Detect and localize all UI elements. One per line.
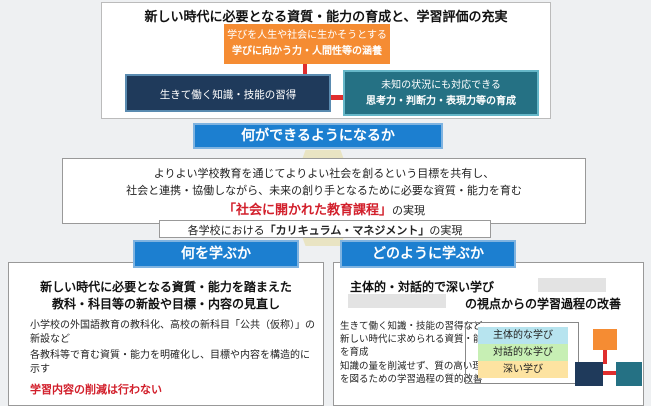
label-interactive-learning: 対話的な学び bbox=[478, 344, 568, 361]
banner-what-to-learn: 何を学ぶか bbox=[133, 240, 299, 268]
banner-how-to-learn: どのように学ぶか bbox=[340, 240, 516, 268]
goal-line-2: 社会と連携・協働しながら、未来の創り手となるために必要な資質・能力を育む bbox=[126, 184, 522, 197]
teal-box-line2: 思考力・判断力・表現力等の育成 bbox=[366, 96, 516, 107]
left-red-note: 学習内容の削減は行わない bbox=[30, 383, 162, 396]
curriculum-management-line: 各学校における「カリキュラム・マネジメント」の実現 bbox=[159, 222, 491, 238]
orange-box-line2: 学びに向かう力・人間性等の涵養 bbox=[232, 46, 382, 57]
cm-suffix: の実現 bbox=[429, 224, 463, 237]
right-title-line1: 主体的・対話的で深い学び bbox=[350, 280, 495, 294]
mini-navy-square bbox=[575, 362, 603, 386]
mini-orange-square bbox=[593, 329, 617, 350]
right-title-line2: の視点からの学習過程の改善 bbox=[465, 297, 622, 311]
left-text-2: 各教科等で育む資質・能力を明確化し、目標や内容を構造的に示す bbox=[30, 350, 310, 375]
banner-what-can-do: 何ができるようになるか bbox=[193, 123, 443, 149]
navy-box-knowledge-skills: 生きて働く知識・技能の習得 bbox=[125, 74, 331, 112]
label-deep-learning: 深い学び bbox=[478, 361, 568, 378]
teal-box-line1: 未知の状況にも対応できる bbox=[381, 80, 501, 91]
goal-line-1: よりよい学校教育を通じてよりよい社会を創るという目標を共有し、 bbox=[153, 167, 495, 180]
mini-connector bbox=[603, 371, 616, 375]
left-title-line1: 新しい時代に必要となる資質・能力を踏まえた bbox=[40, 280, 292, 294]
label-proactive-learning: 主体的な学び bbox=[478, 327, 568, 344]
open-curriculum-text: 「社会に開かれた教育課程」 bbox=[222, 203, 392, 218]
goal-line-3-suffix: の実現 bbox=[392, 204, 425, 217]
left-text-1: 小学校の外国語教育の教科化、高校の新科目「公共（仮称）」の新設など bbox=[30, 320, 315, 345]
left-panel bbox=[8, 262, 324, 406]
top-title: 新しい時代に必要となる資質・能力の育成と、学習評価の充実 bbox=[144, 10, 508, 25]
right-text-2: 知識の量を削減せず、質の高い理解を図るための学習過程の質的改善 bbox=[340, 361, 492, 385]
orange-box-line1: 学びを人生や社会に生かそうとする bbox=[227, 30, 387, 41]
faded-label bbox=[538, 278, 606, 292]
mini-connector bbox=[603, 350, 607, 364]
curriculum-management-box bbox=[159, 220, 491, 238]
faded-label bbox=[348, 294, 446, 308]
curriculum-goal-box bbox=[62, 158, 586, 224]
teal-box-thinking: 未知の状況にも対応できる 思考力・判断力・表現力等の育成 bbox=[343, 70, 539, 116]
cm-prefix: 各学校における bbox=[187, 224, 265, 237]
mini-teal-square bbox=[616, 362, 642, 386]
left-title-line2: 教科・科目等の新設や目標・内容の見直し bbox=[51, 297, 280, 311]
goal-line-3: 「社会に開かれた教育課程」の実現 bbox=[62, 199, 586, 218]
right-text-1: 生きて働く知識・技能の習得など、新しい時代に求められる資質・能力を育成 bbox=[340, 321, 493, 358]
orange-box-learning-attitude: 学びを人生や社会に生かそうとする 学びに向かう力・人間性等の涵養 bbox=[224, 24, 390, 64]
cm-bold: 「カリキュラム・マネジメント」 bbox=[264, 224, 430, 237]
learning-callout bbox=[465, 322, 579, 384]
